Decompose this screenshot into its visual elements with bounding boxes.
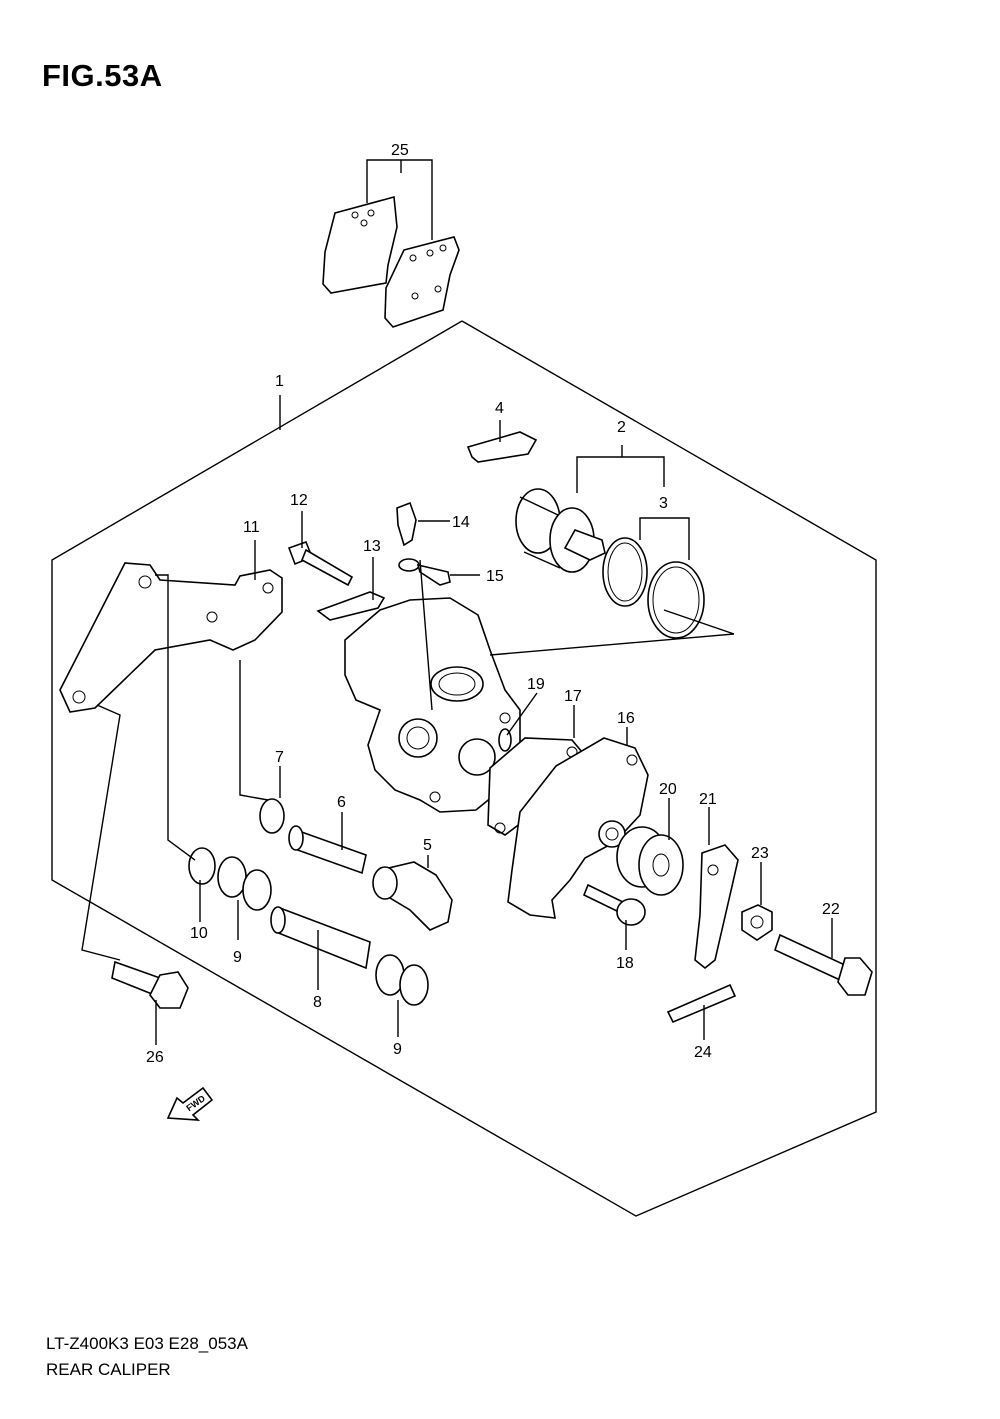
callout-4: 4: [495, 400, 504, 417]
callout-22: 22: [822, 901, 840, 918]
slide-pin-bolt-part: [287, 540, 354, 587]
callout-9-lower: 9: [393, 1041, 402, 1058]
adjusting-bolt-part: [774, 933, 873, 996]
cam-part: [616, 826, 684, 896]
leader-lines: [81, 159, 833, 1045]
brake-pads-part: [322, 195, 460, 328]
callout-16: 16: [617, 710, 635, 727]
pad-spring-part: [466, 431, 538, 463]
callout-6: 6: [337, 794, 346, 811]
washer-part: [259, 798, 285, 834]
callout-21: 21: [699, 791, 717, 808]
callout-13: 13: [363, 538, 381, 555]
assembly-boundary: [51, 320, 877, 1217]
callout-26: 26: [146, 1049, 164, 1066]
boot-lower-part: [375, 954, 429, 1006]
housing-bolt-part: [582, 883, 646, 926]
lock-nut-part: [741, 904, 773, 941]
forward-arrow-icon: FWD: [166, 1086, 214, 1121]
figure-name: REAR CALIPER: [46, 1360, 171, 1379]
callout-1: 1: [275, 373, 284, 390]
mounting-bolt-part: [111, 960, 189, 1009]
bleeder-valve-part: [396, 501, 417, 547]
callout-11: 11: [243, 519, 260, 536]
caliper-bracket-part: [59, 562, 283, 713]
return-spring-part: [666, 983, 737, 1024]
callout-14: 14: [452, 514, 470, 531]
callout-8: 8: [313, 994, 322, 1011]
figure-title: FIG.53A: [42, 58, 163, 93]
bleeder-cap-part: [398, 558, 451, 586]
callout-9-upper: 9: [233, 949, 242, 966]
pin-boot-part: [372, 861, 453, 931]
model-code: LT-Z400K3 E03 E28_053A: [46, 1334, 248, 1353]
pin-clip-part: [316, 591, 386, 621]
callout-23: 23: [751, 845, 769, 862]
callout-17: 17: [564, 688, 582, 705]
sleeve-part: [270, 906, 371, 970]
slide-pin-part: [288, 825, 367, 875]
callout-7: 7: [275, 749, 284, 766]
boot-upper-part: [217, 856, 272, 911]
seal-ring-part: [188, 847, 216, 885]
callout-2: 2: [617, 419, 626, 436]
piston-part: [515, 488, 606, 573]
callout-3: 3: [659, 495, 668, 512]
parking-lever-part: [694, 844, 739, 970]
callout-19: 19: [527, 676, 545, 693]
callout-20: 20: [659, 781, 677, 798]
callout-24: 24: [694, 1044, 712, 1061]
callout-15: 15: [486, 568, 504, 585]
callout-18: 18: [616, 955, 634, 972]
callout-10: 10: [190, 925, 208, 942]
callout-5: 5: [423, 837, 432, 854]
callout-12: 12: [290, 492, 308, 509]
callout-25: 25: [391, 142, 409, 159]
